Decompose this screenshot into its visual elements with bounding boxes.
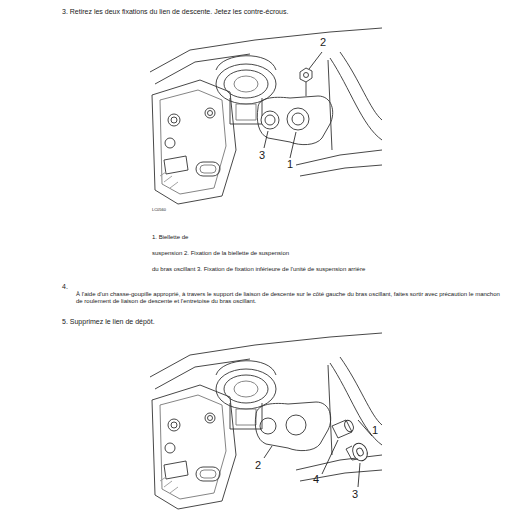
callout-number: 2 — [255, 459, 261, 472]
step-text: À l'aide d'un chasse-goupille approprié,… — [76, 291, 508, 305]
step-number: 4. — [62, 283, 68, 291]
callout-number: 1 — [372, 424, 378, 437]
callout-number: 2 — [320, 36, 326, 49]
step-text: 5. Supprimez le lien de dépôt. — [62, 318, 155, 326]
callout-number: 3 — [352, 488, 358, 501]
caption-line: suspension 2. Fixation de la biellette d… — [152, 250, 289, 257]
figure-two — [150, 333, 382, 509]
figure-one — [150, 28, 382, 204]
figure-code: LC0560 — [152, 208, 166, 213]
caption-line: 1. Biellette de — [152, 234, 188, 241]
step-text: 3. Retirez les deux fixations du lien de… — [62, 8, 288, 16]
caption-line: du bras oscillant 3. Fixation de fixatio… — [152, 266, 365, 273]
callout-number: 4 — [313, 473, 319, 486]
callout-number: 3 — [259, 149, 265, 162]
callout-number: 1 — [287, 158, 293, 171]
